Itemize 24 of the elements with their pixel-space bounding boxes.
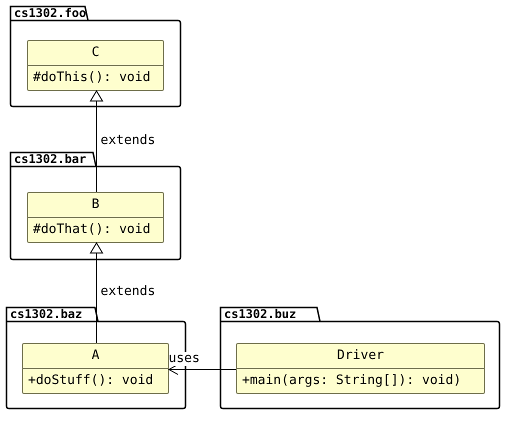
class-box [22, 343, 169, 394]
package-name: cs1302.buz [224, 307, 296, 322]
method-signature: #doThis(): void [28, 65, 163, 90]
package-name: cs1302.foo [14, 6, 86, 21]
class-name: B [90, 196, 100, 214]
package-name: cs1302.bar [14, 152, 86, 167]
class-name: A [90, 347, 100, 365]
class-name: C [90, 44, 100, 62]
inheritance-arrow [90, 242, 103, 344]
class-name: Driver [336, 347, 385, 365]
class-box [27, 40, 164, 91]
edge-label: extends [100, 134, 156, 148]
class-box [236, 343, 485, 394]
dependency-arrow [168, 364, 236, 375]
package-folder [10, 6, 181, 107]
package-folder [220, 307, 500, 409]
package-folder [10, 152, 181, 260]
package-name: cs1302.baz [10, 307, 82, 322]
edge-label: uses [168, 352, 200, 366]
class-box [27, 192, 164, 243]
method-signature: +doStuff(): void [23, 368, 168, 393]
inheritance-arrow [90, 90, 103, 192]
method-signature: #doThat(): void [28, 217, 163, 242]
method-signature: +main(args: String[]): void) [237, 368, 484, 393]
